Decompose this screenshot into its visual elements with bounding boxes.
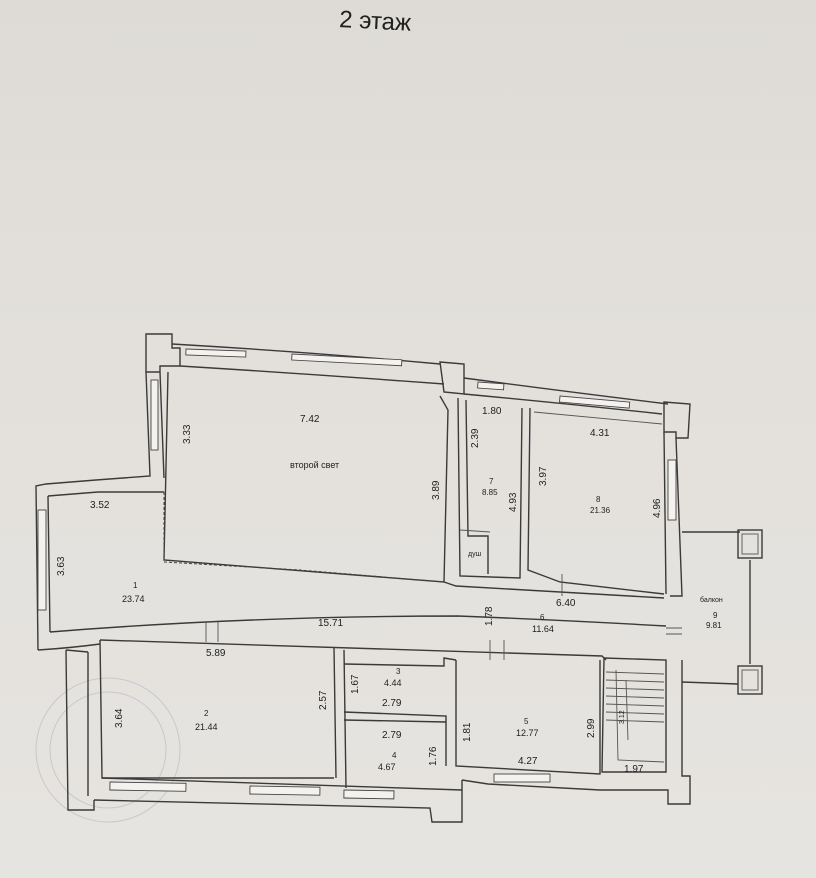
dim-1-76: 1.76 [428,746,439,766]
dim-3-33: 3.33 [182,424,193,444]
room-3-area: 4.44 [384,678,402,688]
dim-1-78: 1.78 [484,606,495,626]
room-8-area: 21.36 [590,506,611,515]
room-9-number: 9 [713,611,718,620]
dim-6-40: 6.40 [556,598,576,609]
room-1-area: 23.74 [122,594,145,604]
room-9-area: 9.81 [706,621,722,630]
dim-5-89: 5.89 [206,648,226,659]
balcony [666,529,763,695]
dim-3-12: 3.12 [619,710,626,724]
dim-3-52: 3.52 [90,500,110,511]
dim-3-63: 3.63 [56,556,67,576]
second-light-label: второй свет [290,460,339,470]
room-2-number: 2 [204,709,209,718]
room-7-number: 7 [489,477,494,486]
room-4-area: 4.67 [378,762,396,772]
shower-label: душ [468,551,482,558]
dim-2-79-bottom: 2.79 [382,730,402,741]
room-2-area: 21.44 [195,722,218,732]
outer-walls [35,333,691,823]
dim-4-27: 4.27 [518,756,538,767]
room-6-area: 11.64 [532,624,554,634]
room-6-number: 6 [540,613,545,622]
dim-1-97: 1.97 [624,764,644,775]
dim-4-96: 4.96 [652,498,663,518]
dim-1-67: 1.67 [350,674,361,694]
dim-4-93: 4.93 [508,492,519,512]
room-4-number: 4 [392,751,397,760]
room-3-number: 3 [396,667,401,676]
room-7-area: 8.85 [482,488,498,497]
dim-2-39: 2.39 [470,428,481,448]
dim-2-99: 2.99 [586,718,597,738]
dim-1-81: 1.81 [462,722,473,742]
room-5-area: 12.77 [516,728,539,738]
dim-15-71: 15.71 [318,618,343,629]
dim-7-42: 7.42 [300,414,320,425]
room-1-number: 1 [133,581,138,590]
dim-3-97: 3.97 [538,466,549,486]
dim-1-80: 1.80 [482,406,502,417]
room-8-number: 8 [596,495,601,504]
labels: 7.42 3.33 второй свет 3.89 1.80 2.39 7 8… [56,406,723,775]
dim-2-79-top: 2.79 [382,698,402,709]
dim-3-64: 3.64 [114,708,125,728]
stamp-seal [35,677,181,823]
dim-2-57: 2.57 [318,690,329,710]
interior-walls [163,371,665,789]
dim-3-89: 3.89 [431,480,442,500]
dim-4-31: 4.31 [590,428,610,439]
room-5-number: 5 [524,717,529,726]
windows [37,348,677,800]
balcony-label: балкон [700,596,723,604]
